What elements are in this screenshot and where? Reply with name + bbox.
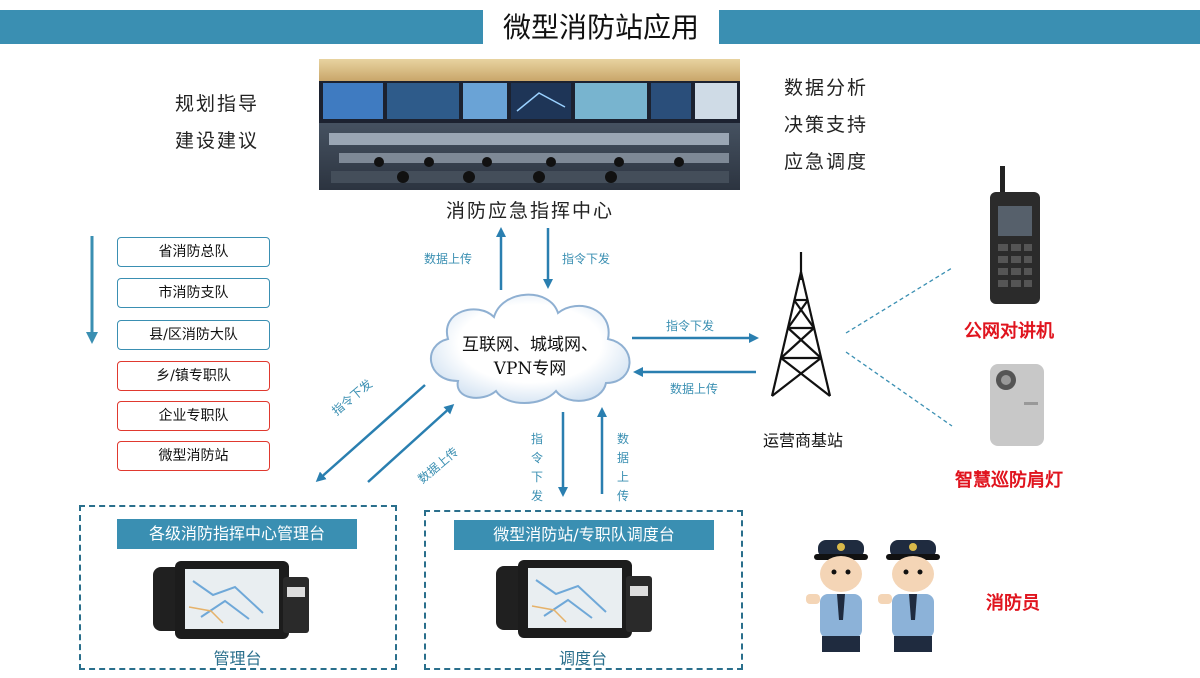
- level-province: 省消防总队: [117, 237, 270, 267]
- level-micro-station: 微型消防站: [117, 441, 270, 471]
- note-dispatch: 应急调度: [784, 151, 869, 173]
- cloud-label: 互联网、城域网、 VPN专网: [430, 333, 630, 381]
- dispatch-panel-caption: 调度台: [558, 649, 607, 668]
- firefighter-label: 消防员: [986, 593, 1040, 614]
- link-lamp: [845, 351, 953, 427]
- firefighter-icon: [806, 540, 940, 652]
- label-data-up-tower: 数据上传: [670, 382, 719, 396]
- dispatch-terminal-icon: [496, 560, 652, 638]
- level-enterprise: 企业专职队: [117, 401, 270, 431]
- arrow-left-data: [367, 403, 455, 483]
- note-construction: 建设建议: [175, 130, 260, 152]
- label-cmd-down-tower: 指令下发: [666, 319, 715, 333]
- walkie-label: 公网对讲机: [964, 321, 1054, 342]
- note-planning: 规划指导: [175, 93, 260, 115]
- left-notes: 规划指导 建设建议: [175, 86, 259, 160]
- shoulder-lamp-icon: [990, 364, 1044, 446]
- dispatch-panel-title: 微型消防站/专职队调度台: [454, 520, 714, 550]
- label-data-up-center: 数据上传: [424, 252, 473, 266]
- cloud-line-1: 互联网、城域网、: [462, 335, 598, 355]
- level-town: 乡/镇专职队: [117, 361, 270, 391]
- network-cloud-icon: [430, 293, 631, 404]
- hierarchy-arrow: [86, 236, 98, 344]
- right-notes: 数据分析 决策支持 应急调度: [784, 70, 868, 181]
- label-data-up-bottom: 数据上传: [616, 432, 629, 503]
- tower-label: 运营商基站: [762, 431, 843, 450]
- cloud-line-2: VPN专网: [493, 359, 567, 379]
- link-walkie: [845, 267, 953, 334]
- management-panel: 各级消防指挥中心管理台 管理台: [79, 505, 397, 670]
- label-cmd-down-center: 指令下发: [562, 252, 611, 266]
- dispatch-panel: 微型消防站/专职队调度台 调度台: [424, 510, 743, 670]
- note-analysis: 数据分析: [784, 77, 869, 99]
- level-city: 市消防支队: [117, 278, 270, 308]
- walkie-talkie-icon: [990, 166, 1040, 304]
- command-center-photo: [319, 59, 740, 190]
- management-panel-caption: 管理台: [213, 649, 262, 668]
- label-cmd-down-bottom: 指令下发: [530, 432, 543, 503]
- title-box: [483, 8, 719, 48]
- lamp-label: 智慧巡防肩灯: [955, 470, 1063, 491]
- page-title: 微型消防站应用: [502, 11, 699, 44]
- note-decision: 决策支持: [784, 114, 869, 136]
- cell-tower-icon: [770, 252, 832, 397]
- management-terminal-icon: [153, 561, 309, 639]
- level-county: 县/区消防大队: [117, 320, 270, 350]
- management-panel-title: 各级消防指挥中心管理台: [117, 519, 357, 549]
- arrow-left-cmd: [315, 384, 426, 482]
- command-center-label: 消防应急指挥中心: [445, 200, 614, 222]
